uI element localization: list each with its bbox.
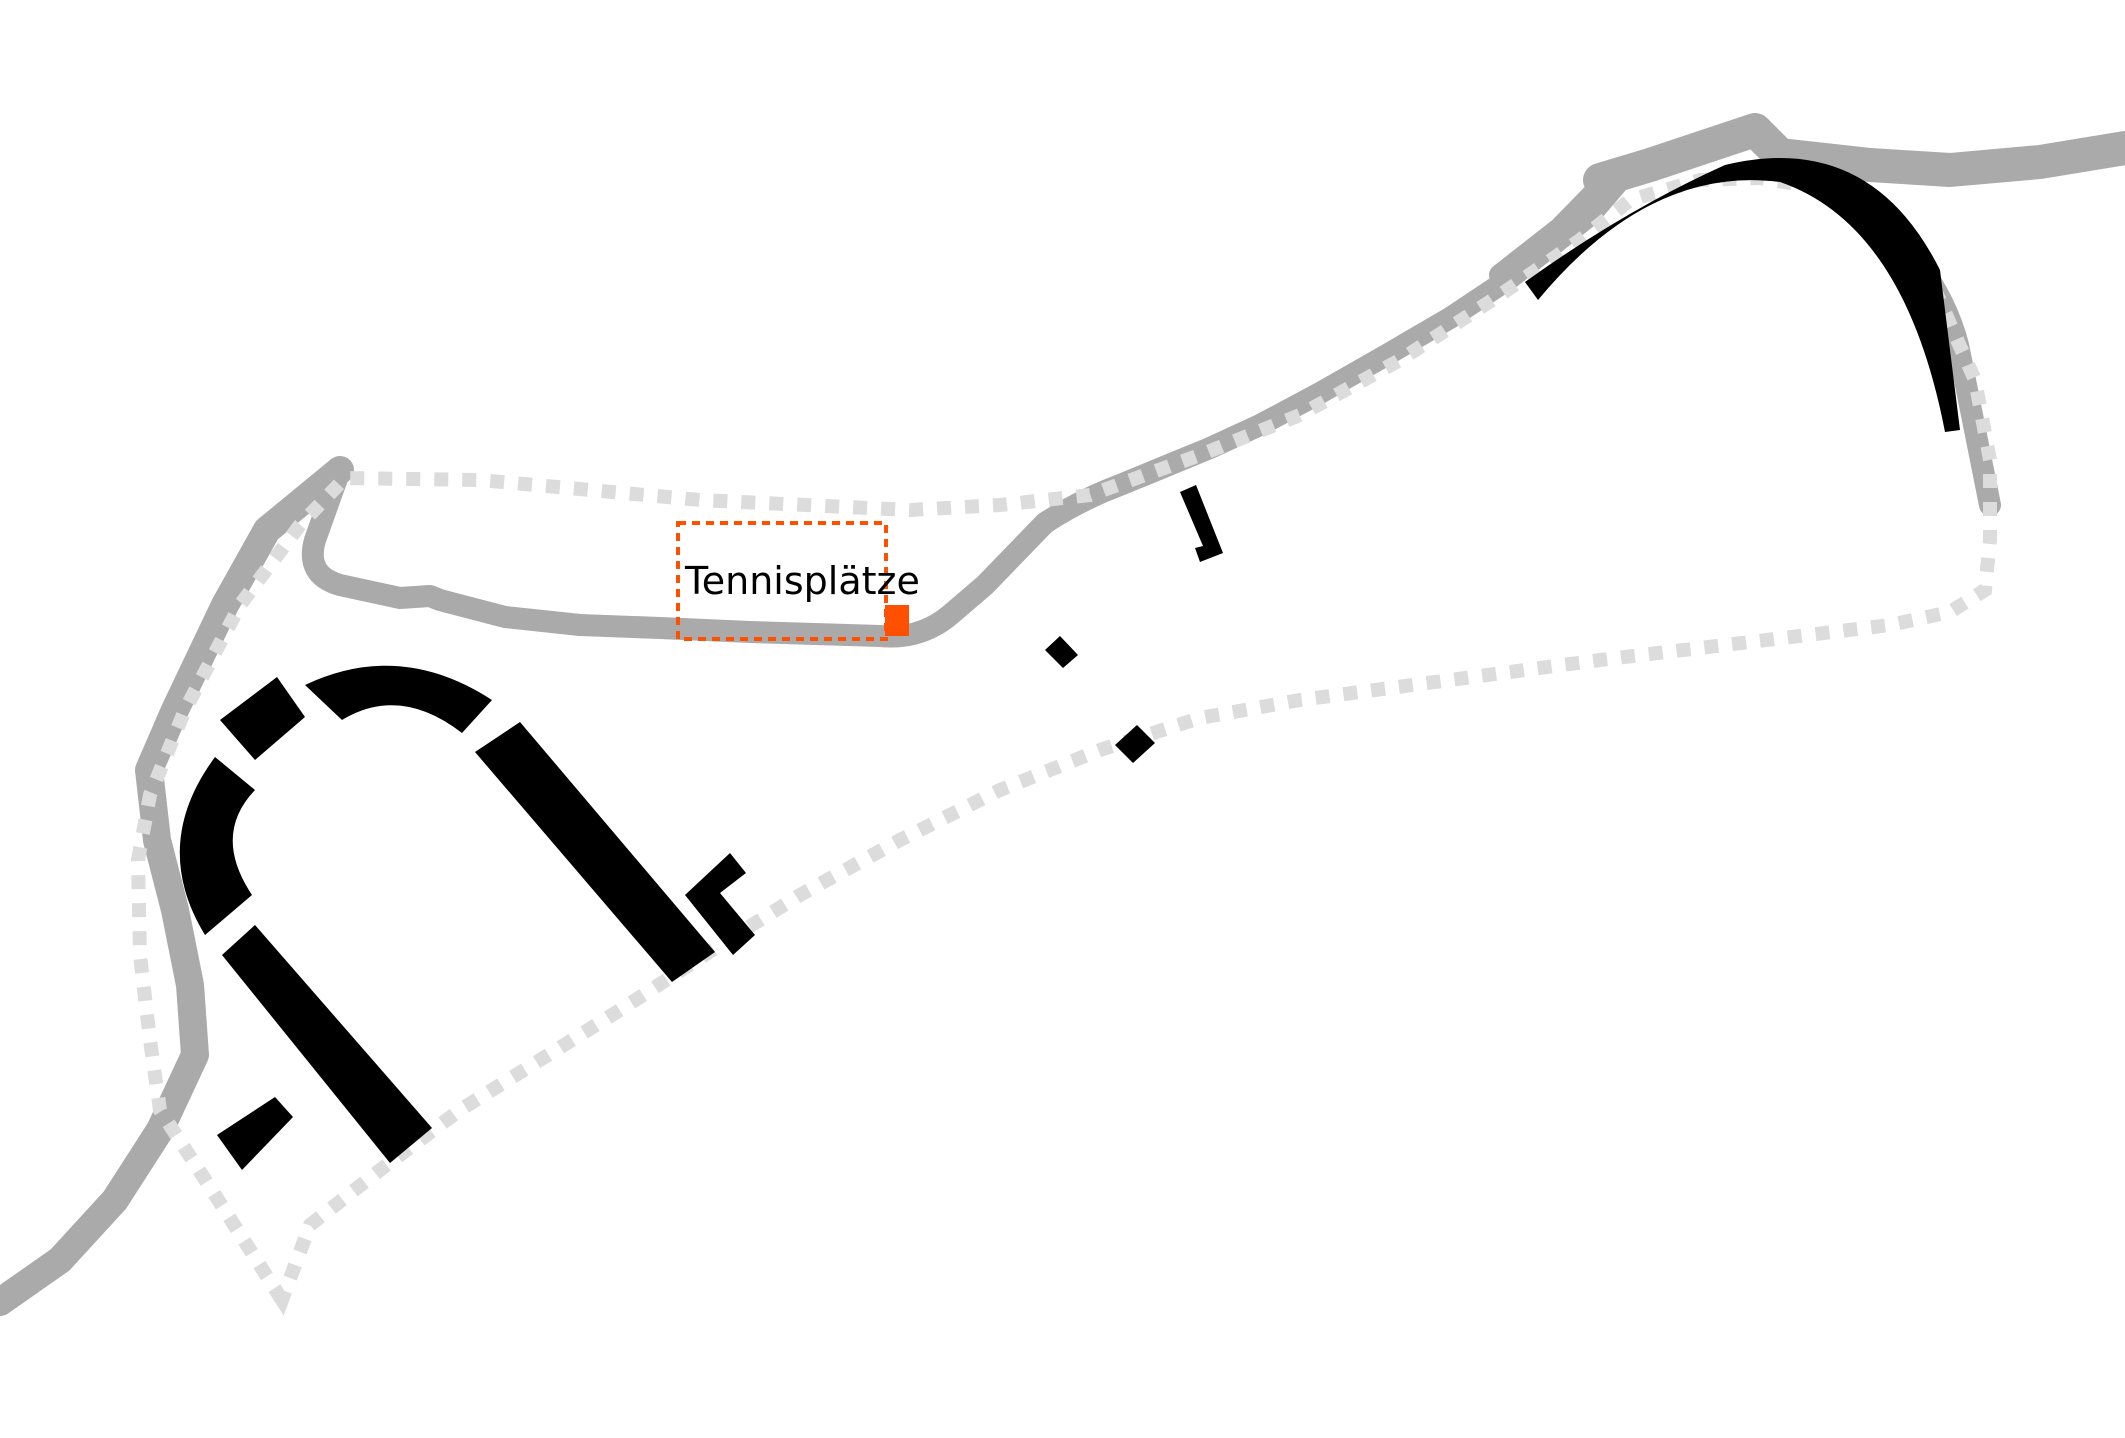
site-boundary xyxy=(130,170,1997,1316)
tennis-marker xyxy=(885,605,909,636)
tennis-label: Tennisplätze xyxy=(684,559,920,603)
building-west-arc xyxy=(179,757,255,935)
building-small-b xyxy=(1115,725,1155,763)
building-long-west xyxy=(222,925,432,1163)
building-angled-east xyxy=(685,853,755,955)
building-small-a xyxy=(1045,636,1078,668)
building-short-southwest xyxy=(217,1097,293,1170)
tennis-courts: Tennisplätze xyxy=(676,521,920,641)
building-arc-top xyxy=(305,665,492,733)
road-north-connector xyxy=(1489,154,1651,286)
building-north-slab xyxy=(1180,485,1223,562)
tennis-court-area xyxy=(676,521,888,641)
building-long-middle xyxy=(475,722,715,982)
road-west-diagonal xyxy=(0,456,354,1316)
buildings xyxy=(179,158,1960,1170)
building-northwest-block xyxy=(220,677,305,760)
road-tennis-loop xyxy=(301,169,1631,648)
road-northeast xyxy=(1583,113,2125,197)
